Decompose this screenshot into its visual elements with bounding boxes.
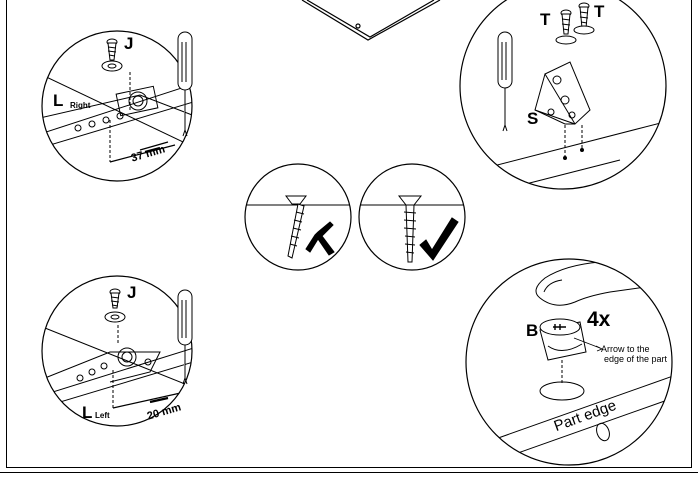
panel-4-cam-lock	[465, 258, 673, 466]
panel-4-note-line-1: Arrow to the	[601, 344, 650, 354]
panel-2-screw-label-left: T	[540, 10, 551, 29]
panel-1-side-letter: L	[53, 91, 64, 110]
panel-4-part-label: B	[526, 321, 539, 340]
panel-3-side-word: Left	[95, 411, 110, 420]
panel-4-note-line-2: edge of the part	[604, 354, 668, 364]
panel-2-bracket	[459, 0, 667, 190]
panel-3-screw-icon	[104, 288, 126, 323]
panel-1-right-hinge	[41, 30, 193, 182]
panel-2-bracket-label: S	[527, 109, 539, 128]
panel-2-screw-right-icon	[573, 2, 595, 35]
center-correct-screw	[358, 163, 466, 271]
panel-2-screw-label-right: T	[594, 2, 605, 21]
panel-1-screw-icon	[101, 38, 123, 72]
panel-1-screw-label: J	[124, 34, 134, 53]
panel-1-side-word: Right	[70, 101, 91, 110]
panel-4-quantity: 4x	[587, 308, 611, 331]
panel-1-screwdriver-icon	[177, 31, 193, 137]
panel-3-side-letter: L	[82, 403, 93, 422]
center-wrong-screw	[244, 163, 352, 271]
page-frame	[6, 0, 692, 468]
page-bottom-rule	[0, 472, 698, 473]
panel-3-screw-label: J	[127, 283, 137, 302]
panel-2-screwdriver-icon	[497, 31, 513, 132]
panel-3-left-hinge	[41, 275, 193, 427]
top-panel-board	[301, 0, 441, 41]
panel-2-screw-left-icon	[555, 9, 577, 45]
panel-3-screwdriver-icon	[177, 289, 193, 385]
